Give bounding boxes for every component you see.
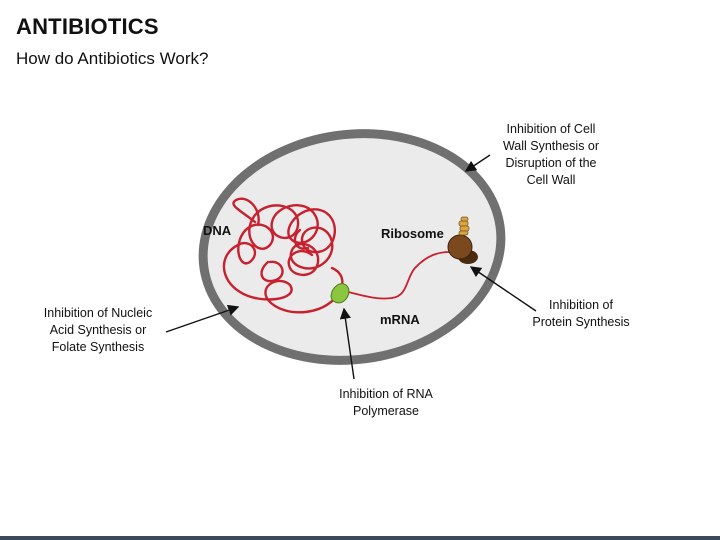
rna-polymerase-arrow <box>339 307 355 380</box>
nucleic-acid-callout: Inhibition of Nucleic Acid Synthesis or … <box>43 306 153 354</box>
mrna-strand <box>347 251 451 300</box>
dna-label: DNA <box>203 223 232 238</box>
mrna-label: mRNA <box>380 312 420 327</box>
cytoplasm <box>207 138 497 356</box>
rna-polymerase <box>330 283 350 304</box>
page-title: ANTIBIOTICS <box>16 14 159 39</box>
footer-bar <box>0 536 720 540</box>
ribosome-label: Ribosome <box>381 226 444 241</box>
rna-polymerase-callout: Inhibition of RNA Polymerase <box>339 387 433 418</box>
cell-wall-arrow <box>464 154 491 172</box>
protein-chain <box>458 216 470 236</box>
cell-wall-callout: Inhibition of Cell Wall Synthesis or Dis… <box>502 122 600 187</box>
protein-synthesis-arrow <box>469 266 537 312</box>
ribosome <box>447 234 478 264</box>
dna-strand <box>222 197 344 314</box>
protein-synthesis-callout: Inhibition of Protein Synthesis <box>532 298 630 329</box>
page-subtitle: How do Antibiotics Work? <box>16 49 209 68</box>
nucleic-acid-arrow <box>165 304 240 333</box>
